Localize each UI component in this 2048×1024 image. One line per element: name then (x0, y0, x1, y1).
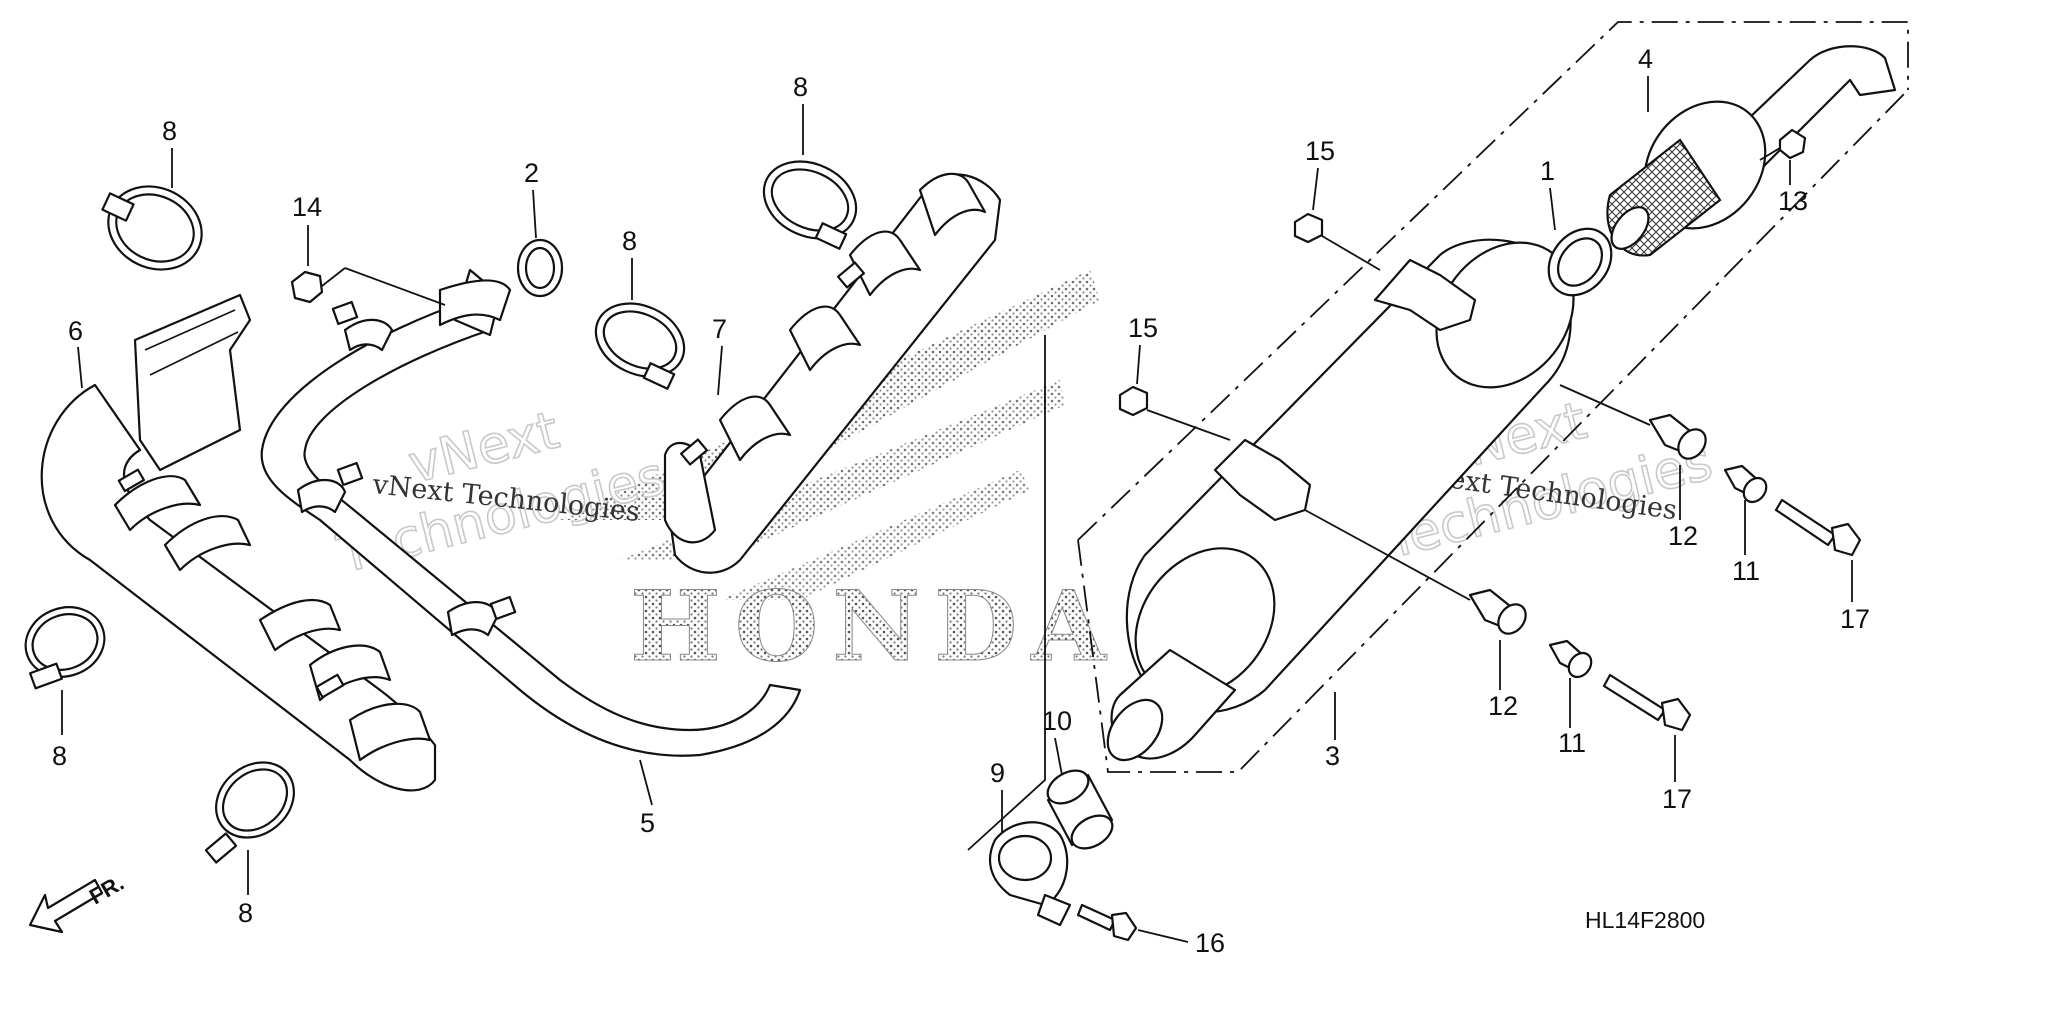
leader-15b (1136, 344, 1141, 385)
callout-16: 16 (1195, 928, 1225, 958)
bolt-13 (1759, 128, 1807, 161)
honda-logo-text: HONDA (630, 570, 1120, 683)
callout-8b: 8 (793, 72, 808, 102)
leader-15a (1312, 167, 1319, 211)
nut-15b (1118, 385, 1231, 441)
front-exhaust-pipe (40, 293, 437, 792)
leader-6 (77, 346, 83, 389)
diagram-code: HL14F2800 (1585, 907, 1705, 933)
callout-7: 7 (712, 314, 727, 344)
assembly-outline-upper (1077, 21, 1909, 541)
front-direction-arrow: FR. (28, 870, 128, 934)
bolt-16 (1076, 903, 1138, 942)
exhaust-sleeve (1046, 769, 1114, 850)
middle-exhaust-pipe (260, 268, 802, 757)
nut-14 (290, 267, 446, 306)
callout-10: 10 (1042, 706, 1072, 736)
band-clamp (988, 821, 1072, 927)
callout-1: 1 (1540, 156, 1555, 186)
collar-12a (1559, 384, 1707, 460)
callout-11b: 11 (1558, 728, 1586, 758)
spark-arrester-tailpipe (1606, 45, 1897, 257)
muffler (1106, 238, 1575, 762)
hose-clamp-8e (204, 761, 295, 864)
hose-clamp-8d (24, 606, 106, 690)
callout-11a: 11 (1732, 556, 1760, 586)
callout-8d: 8 (52, 741, 67, 771)
tailpipe-gasket (1547, 227, 1613, 297)
callout-17b: 17 (1662, 784, 1692, 814)
leader-2 (532, 189, 537, 239)
callout-14: 14 (292, 192, 322, 222)
washer-11a (1723, 464, 1768, 504)
assembly-outline-bracket (967, 335, 1046, 851)
callout-9: 9 (990, 758, 1005, 788)
callout-8e: 8 (238, 898, 253, 928)
callout-2: 2 (524, 158, 539, 188)
bolt-17b (1602, 673, 1692, 732)
leader-10 (1054, 737, 1063, 776)
callout-12a: 12 (1668, 521, 1698, 551)
hose-clamp-8a (101, 185, 203, 271)
callout-6: 6 (68, 316, 83, 346)
callout-4: 4 (1638, 44, 1653, 74)
callout-13: 13 (1778, 186, 1808, 216)
callout-3: 3 (1325, 741, 1340, 771)
callout-8a: 8 (162, 116, 177, 146)
leader-1 (1549, 187, 1556, 231)
callout-17a: 17 (1840, 604, 1870, 634)
exhaust-gasket (516, 238, 564, 298)
callout-15a: 15 (1305, 136, 1335, 166)
callout-5: 5 (640, 808, 655, 838)
assembly-outline-lower (1077, 89, 1909, 773)
callout-12b: 12 (1488, 691, 1518, 721)
front-indicator-label: FR. (85, 870, 128, 909)
collar-12b (1304, 509, 1527, 635)
bolt-17a (1774, 498, 1862, 557)
callout-15b: 15 (1128, 313, 1158, 343)
hose-clamp-8c (594, 302, 686, 390)
hose-clamp-8b (762, 160, 858, 250)
leader-16 (1137, 929, 1189, 943)
callout-8c: 8 (622, 226, 637, 256)
washer-11b (1548, 639, 1593, 679)
leader-5 (639, 759, 653, 806)
leader-7 (717, 345, 723, 396)
rear-exhaust-pipe (663, 172, 1002, 574)
nut-15a (1293, 212, 1381, 271)
